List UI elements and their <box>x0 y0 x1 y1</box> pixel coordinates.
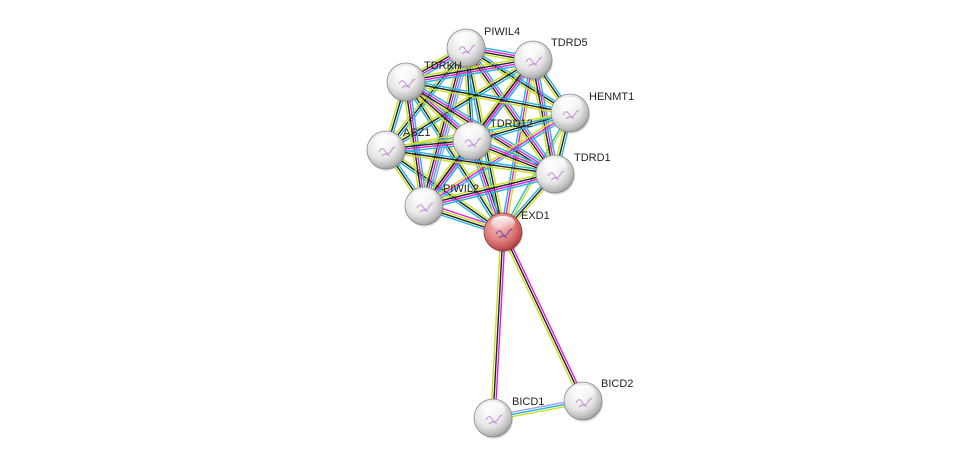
edge-evidence-databases <box>406 62 534 86</box>
protein-structure-icon <box>378 146 396 157</box>
protein-structure-icon <box>485 414 503 425</box>
node-highlight <box>460 125 484 139</box>
protein-structure-icon <box>547 170 565 181</box>
protein-structure-icon <box>416 202 434 213</box>
edge-tdrkh-henmt1[interactable] <box>405 79 571 116</box>
node-label-tdrd12[interactable]: TDRD12 <box>490 118 533 130</box>
protein-structure-icon <box>525 56 543 67</box>
edge-evidence-text-mining <box>500 232 582 403</box>
edge-evidence-coexpression <box>405 58 533 82</box>
edge-evidence-coexpression <box>465 47 571 114</box>
node-asz1[interactable] <box>366 130 406 171</box>
node-henmt1[interactable] <box>550 93 590 134</box>
node-label-bicd1[interactable]: BICD1 <box>512 396 544 408</box>
node-label-henmt1[interactable]: HENMT1 <box>589 91 634 103</box>
edge-evidence-databases <box>384 151 503 235</box>
edge-evidence-databases <box>424 114 572 209</box>
edge-evidence-text-mining <box>490 231 502 418</box>
edge-evidence-coexpression <box>423 172 555 206</box>
protein-structure-icon <box>458 44 476 55</box>
node-highlight <box>543 158 567 172</box>
edge-evidence-coexpression <box>405 81 571 114</box>
edge-evidence-text-mining <box>384 57 533 149</box>
node-label-tdrd5[interactable]: TDRD5 <box>551 37 588 49</box>
edge-evidence-text-mining <box>504 60 536 233</box>
node-highlight <box>394 66 418 80</box>
edge-evidence-databases <box>501 112 570 232</box>
edge-tdrd5-tdrkh[interactable] <box>405 56 534 86</box>
node-label-exd1[interactable]: EXD1 <box>521 210 550 222</box>
node-highlight <box>491 216 515 230</box>
node-tdrkh[interactable] <box>386 62 426 103</box>
protein-structure-icon <box>495 228 513 239</box>
edge-evidence-text-mining <box>385 151 555 177</box>
edge-evidence-experiments <box>504 230 586 401</box>
edge-evidence-databases <box>406 79 571 112</box>
edge-evidence-databases <box>424 176 556 210</box>
edge-evidence-databases <box>425 48 469 207</box>
node-highlight <box>521 44 545 58</box>
node-piwil2[interactable] <box>404 186 444 227</box>
node-bicd2[interactable] <box>563 381 603 422</box>
edge-evidence-text-mining <box>405 83 570 116</box>
node-highlight <box>374 134 398 148</box>
edge-evidence-coexpression <box>385 149 556 175</box>
edge-evidence-experiments <box>406 60 534 84</box>
protein-structure-icon <box>575 397 593 408</box>
edge-evidence-experiments <box>494 232 506 419</box>
edge-evidence-text-mining <box>405 56 533 80</box>
node-highlight <box>412 190 436 204</box>
node-highlight <box>558 97 582 111</box>
edge-evidence-databases <box>466 45 572 112</box>
edge-evidence-coexpression <box>502 231 584 402</box>
node-bicd1[interactable] <box>473 398 513 439</box>
node-tdrd1[interactable] <box>535 154 575 195</box>
node-highlight <box>454 32 478 46</box>
node-label-asz1[interactable]: ASZ1 <box>403 127 431 139</box>
edge-tdrd1-piwil2[interactable] <box>423 170 556 210</box>
node-exd1[interactable] <box>483 212 523 253</box>
node-tdrd5[interactable] <box>513 40 553 81</box>
node-label-tdrd1[interactable]: TDRD1 <box>574 152 611 164</box>
node-piwil4[interactable] <box>446 28 486 69</box>
edge-evidence-text-mining <box>423 170 555 204</box>
node-label-tdrkh[interactable]: TDRKH <box>424 60 462 72</box>
protein-structure-icon <box>562 109 580 120</box>
edge-exd1-bicd1[interactable] <box>490 231 506 419</box>
edge-evidence-experiments <box>424 174 556 208</box>
edge-evidence-text-mining <box>422 110 570 205</box>
node-highlight <box>571 385 595 399</box>
protein-structure-icon <box>398 78 416 89</box>
node-tdrd12[interactable] <box>452 121 492 162</box>
edge-evidence-experiments <box>423 112 571 207</box>
edge-evidence-databases <box>403 82 502 234</box>
protein-structure-icon <box>464 137 482 148</box>
edge-exd1-bicd2[interactable] <box>500 230 586 403</box>
node-label-bicd2[interactable]: BICD2 <box>601 378 633 390</box>
edge-evidence-databases <box>386 61 535 153</box>
edge-evidence-text-mining <box>419 46 463 206</box>
nodes-layer <box>366 28 603 439</box>
edge-evidence-coexpression <box>492 231 504 419</box>
node-label-piwil4[interactable]: PIWIL4 <box>484 26 520 38</box>
node-highlight <box>481 402 505 416</box>
edge-henmt1-piwil2[interactable] <box>422 110 572 209</box>
node-label-piwil2[interactable]: PIWIL2 <box>443 183 479 195</box>
